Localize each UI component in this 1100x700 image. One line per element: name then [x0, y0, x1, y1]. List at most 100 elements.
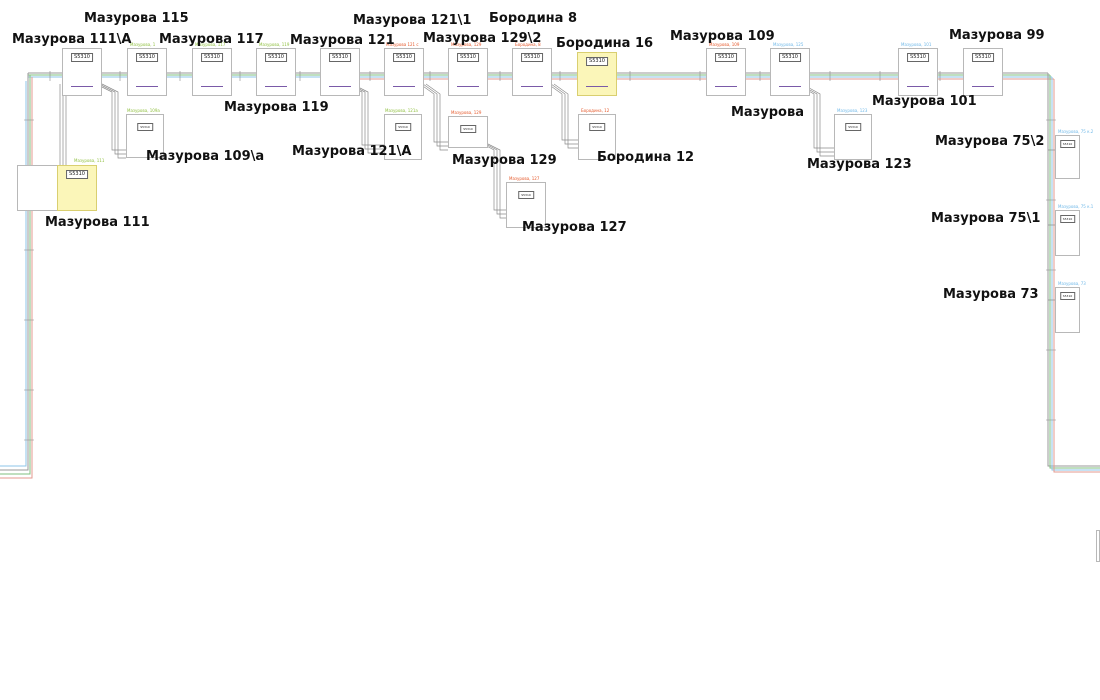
node-mazurova-119: Мазурова, 119 S5310: [256, 42, 296, 96]
node-tag: Мазурова, 121а: [385, 108, 418, 113]
switch-s5310: S5310: [137, 123, 153, 131]
node-mazurova-123: Мазурова, 123 S5310: [834, 108, 872, 160]
switch-s5310: S5310: [1059, 140, 1076, 148]
node-tag: Мазурова, 117: [195, 42, 226, 47]
node-mazurova-99: S5310: [963, 48, 1003, 96]
switch-s5310: S5310: [586, 57, 608, 66]
left-trunk: [0, 73, 33, 479]
switch-s5310: S5310: [457, 53, 479, 62]
node-mazurova-109: Мазурова, 109 S5310: [706, 42, 746, 96]
label-mazurova-121: Мазурова 121: [290, 33, 395, 48]
label-mazurova: Мазурова: [731, 105, 804, 120]
port-strip: [136, 86, 158, 87]
branch-cables: [59, 83, 1060, 301]
port-strip: [329, 86, 351, 87]
port-strip: [586, 86, 608, 87]
port-strip: [907, 86, 929, 87]
label-mazurova-115: Мазурова 115: [84, 11, 189, 26]
node-tag: Мазурова, 111: [74, 158, 105, 163]
label-mazurova-73: Мазурова 73: [943, 287, 1039, 302]
node-mazurova-115: Мазурова, 1 S5310: [127, 42, 167, 96]
node-tag: Мазурова, 109: [709, 42, 740, 47]
switch-s5310: S5310: [972, 53, 994, 62]
node-mazurova-111: Мазурова, 111 S5310: [57, 158, 104, 211]
label-mazurova-75-1: Мазурова 75\1: [931, 211, 1041, 226]
switch-s5310: S5310: [779, 53, 801, 62]
node-mazurova-101: Мазурова, 101 S5310: [898, 42, 938, 96]
node-mazurova-129-2: Мазурова, 129 S5310: [448, 42, 488, 96]
port-strip: [972, 86, 994, 87]
node-tag: Мазурова, 119: [259, 42, 290, 47]
label-mazurova-119: Мазурова 119: [224, 100, 329, 115]
node-tag: Мазурова, 73: [1058, 281, 1086, 286]
right-trunk: [1047, 73, 1100, 473]
label-mazurova-109a: Мазурова 109\а: [146, 149, 265, 164]
switch-s5310: S5310: [201, 53, 223, 62]
node-tag: Мазурова, 123: [837, 108, 868, 113]
switch-s5310: S5310: [329, 53, 351, 62]
switch-s5310: S5310: [395, 123, 411, 131]
switch-s5310: S5310: [518, 191, 534, 199]
node-tag: Бородина, 8: [515, 42, 541, 47]
label-mazurova-99: Мазурова 99: [949, 28, 1045, 43]
node-mazurova: Мазурова, 125 S5310: [770, 42, 810, 96]
node-tag: Мазурова, 125: [773, 42, 804, 47]
label-borodina-8: Бородина 8: [489, 11, 578, 26]
switch-s5310: S5310: [71, 53, 93, 62]
trunk-ticks: [24, 71, 1056, 441]
node-tag: Мазурова, 101: [901, 42, 932, 47]
label-mazurova-127: Мазурова 127: [522, 220, 627, 235]
port-strip: [457, 86, 479, 87]
node-mazurova-121: S5310: [320, 48, 360, 96]
node-mazurova-73: Мазурова, 73 S5310: [1055, 281, 1086, 333]
label-mazurova-111a: Мазурова 111\А: [12, 32, 132, 47]
node-borodina-12: Бородина, 12 S5310: [578, 108, 616, 160]
label-mazurova-75-2: Мазурова 75\2: [935, 134, 1045, 149]
label-mazurova-101: Мазурова 101: [872, 94, 977, 109]
node-tag: Мазурова, 129: [451, 42, 482, 47]
label-mazurova-117: Мазурова 117: [159, 32, 264, 47]
node-tag: Мазурова, 129: [451, 110, 482, 115]
node-tag: Мазурова, 1: [130, 42, 156, 47]
port-strip: [715, 86, 737, 87]
switch-s5310: S5310: [265, 53, 287, 62]
node-mazurova-75-2: Мазурова, 75 к.2 S5310: [1055, 129, 1093, 179]
node-borodina-8: Бородина, 8 S5310: [512, 42, 552, 96]
label-mazurova-129: Мазурова 129: [452, 153, 557, 168]
label-mazurova-123: Мазурова 123: [807, 157, 912, 172]
switch-s5310: S5310: [1059, 215, 1076, 223]
port-strip: [393, 86, 415, 87]
label-mazurova-121a: Мазурова 121\А: [292, 144, 412, 159]
node-mazurova-75-1: Мазурова, 75 к.1 S5310: [1055, 204, 1093, 256]
node-tag: Мазурова, 75 к.1: [1058, 204, 1094, 209]
node-mazurova-109a: Мазурова, 109а S5310: [126, 108, 164, 158]
switch-s5310: S5310: [66, 170, 88, 179]
node-borodina-16: S5310: [577, 52, 617, 96]
port-strip: [265, 86, 287, 87]
port-strip: [521, 86, 543, 87]
switch-s5310: S5310: [589, 123, 605, 131]
node-mazurova-121a: Мазурова, 121а S5310: [384, 108, 422, 160]
label-mazurova-129-2: Мазурова 129\2: [423, 31, 542, 46]
switch-s5310: S5310: [907, 53, 929, 62]
label-borodina-12: Бородина 12: [597, 150, 695, 165]
node-tag: Бородина, 12: [581, 108, 610, 113]
node-mazurova-117: Мазурова, 117 S5310: [192, 42, 232, 96]
node-mazurova-129: Мазурова, 129 S5310: [448, 110, 488, 148]
node-tag: Мазурова 121 с: [386, 42, 419, 47]
node-mazurova-111a: S5310: [62, 48, 102, 96]
switch-s5310: S5310: [715, 53, 737, 62]
port-strip: [779, 86, 801, 87]
node-mazurova-121-1: Мазурова 121 с S5310: [384, 42, 424, 96]
switch-s5310: S5310: [460, 125, 476, 133]
label-mazurova-121-1: Мазурова 121\1: [353, 13, 472, 28]
label-borodina-16: Бородина 16: [556, 36, 654, 51]
switch-s5310: S5310: [136, 53, 158, 62]
node-tag: Мазурова, 75 к.2: [1058, 129, 1094, 134]
label-mazurova-111: Мазурова 111: [45, 215, 150, 230]
node-offpage-right: [1096, 530, 1100, 562]
port-strip: [201, 86, 223, 87]
switch-s5310: S5310: [1059, 292, 1076, 300]
node-mazurova-127: Мазурова, 127 S5310: [506, 176, 546, 228]
port-strip: [71, 86, 93, 87]
